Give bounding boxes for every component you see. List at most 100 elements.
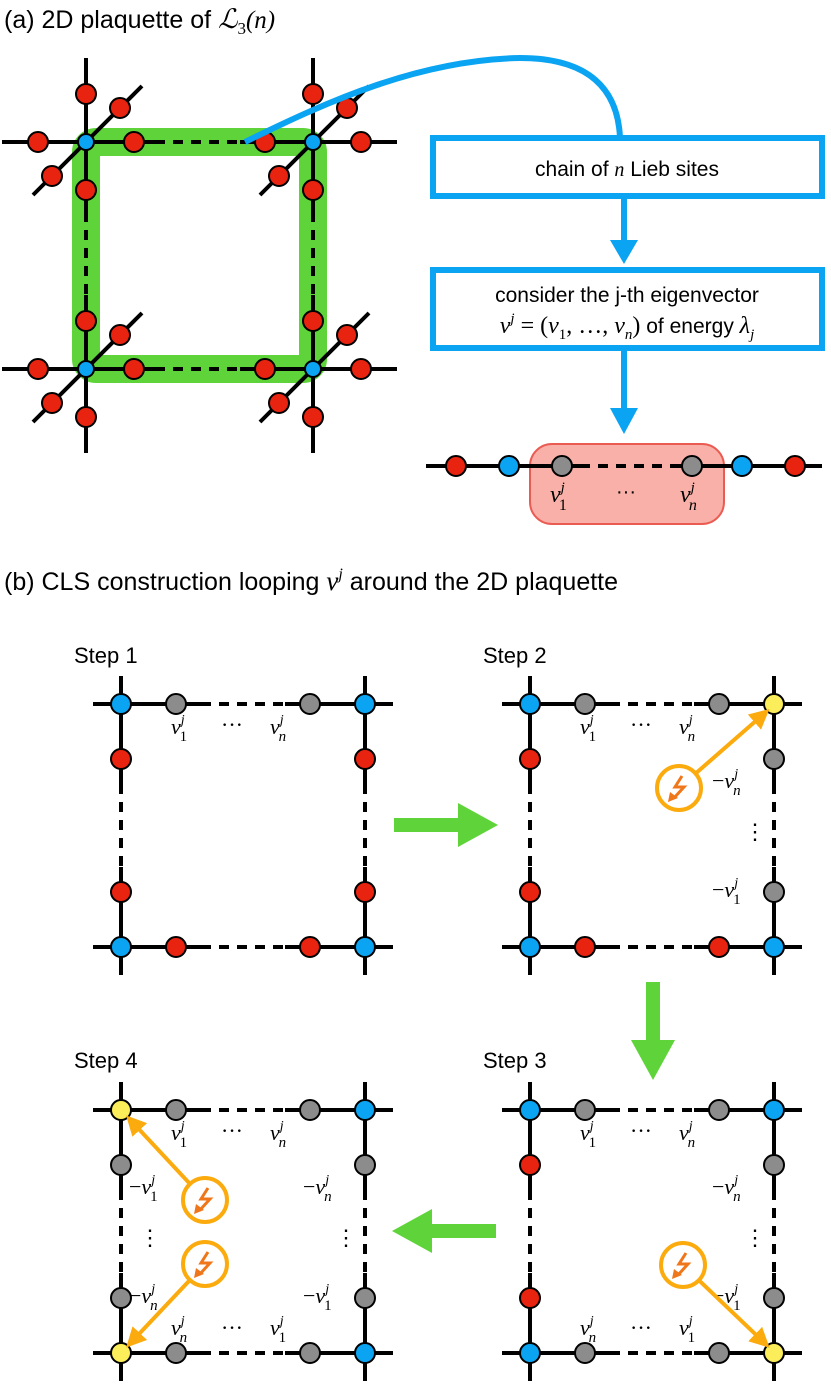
red-site <box>110 881 132 903</box>
gray-site <box>763 1287 785 1309</box>
excitation <box>655 708 770 812</box>
step-4-label: Step 4 <box>74 1048 138 1073</box>
red-site <box>75 406 97 428</box>
blue-site <box>110 936 132 958</box>
red-site <box>109 324 131 346</box>
gray-site <box>299 693 321 715</box>
lightning-icon <box>198 1251 214 1276</box>
gray-site <box>763 748 785 770</box>
label-hdots: ··· <box>630 1315 652 1340</box>
gray-site <box>574 1099 596 1121</box>
step-arrow-down <box>631 982 675 1080</box>
label-hdots: ··· <box>221 712 243 737</box>
blue-site <box>519 693 541 715</box>
chain-site-blue <box>498 455 520 477</box>
red-site <box>302 310 324 332</box>
red-site <box>27 131 49 153</box>
label-vdots: ⋮ <box>744 1225 766 1250</box>
red-site <box>336 324 358 346</box>
blue-site <box>519 1342 541 1364</box>
blue-site <box>763 1099 785 1121</box>
hopping-arrow <box>126 1115 191 1185</box>
gray-site <box>708 1099 730 1121</box>
gray-site <box>574 693 596 715</box>
lightning-icon <box>198 1187 214 1212</box>
lightning-icon <box>676 1252 692 1277</box>
gray-site <box>354 1154 376 1176</box>
chain-site-red <box>445 455 467 477</box>
gray-site <box>354 1287 376 1309</box>
gray-site <box>165 1099 187 1121</box>
yellow-site <box>763 693 785 715</box>
red-site <box>708 936 730 958</box>
red-site <box>302 83 324 105</box>
excitation <box>126 1240 229 1348</box>
hopping-arrow <box>126 1279 191 1348</box>
panel-b-title: (b) CLS construction looping vj around t… <box>4 566 618 596</box>
chain-site-blue <box>731 455 753 477</box>
lightning-arrowhead <box>194 1268 204 1278</box>
red-site <box>268 392 290 414</box>
red-site <box>110 748 132 770</box>
flow-arrow-2-head <box>610 408 638 434</box>
lightning-icon <box>672 775 688 800</box>
lightning-arrowhead <box>668 792 678 802</box>
label-vdots: ⋮ <box>335 1225 357 1250</box>
chain-box-text: chain of n Lieb sites <box>535 158 719 181</box>
red-site <box>299 936 321 958</box>
flow-arrow-1-head <box>610 240 638 264</box>
chain-site-red <box>784 455 806 477</box>
blue-site <box>519 936 541 958</box>
gray-site <box>708 1342 730 1364</box>
lightning-arrowhead <box>194 1204 204 1214</box>
eigenvector-box-line2: vj = (v1, …, vn) of energy λj <box>500 311 754 343</box>
chain-site-gray <box>551 455 573 477</box>
red-site <box>354 881 376 903</box>
panel-a: (a) 2D plaquette of ℒ3(n) chain of n Lie… <box>2 4 825 525</box>
label-vdots: ⋮ <box>139 1225 161 1250</box>
red-site <box>519 881 541 903</box>
label-hdots: ··· <box>221 1315 243 1340</box>
red-site <box>75 310 97 332</box>
panel-a-title: (a) 2D plaquette of ℒ3(n) <box>4 4 275 38</box>
label-hdots: ··· <box>221 1118 243 1143</box>
yellow-site <box>110 1099 132 1121</box>
blue-site <box>354 1342 376 1364</box>
gray-site <box>574 1342 596 1364</box>
chain-box <box>430 135 825 199</box>
panel-b: (b) CLS construction looping vj around t… <box>4 566 802 1381</box>
red-site <box>41 392 63 414</box>
gray-site <box>708 693 730 715</box>
gray-site <box>299 1099 321 1121</box>
red-site <box>41 165 63 187</box>
label-hdots: ··· <box>630 712 652 737</box>
step-1-label: Step 1 <box>74 643 138 668</box>
red-site <box>302 179 324 201</box>
blue-site <box>763 936 785 958</box>
blue-site <box>110 693 132 715</box>
blue-site <box>77 360 95 378</box>
red-site <box>123 131 145 153</box>
label-vdots: ⋮ <box>744 819 766 844</box>
gray-site <box>165 1342 187 1364</box>
red-site <box>75 179 97 201</box>
